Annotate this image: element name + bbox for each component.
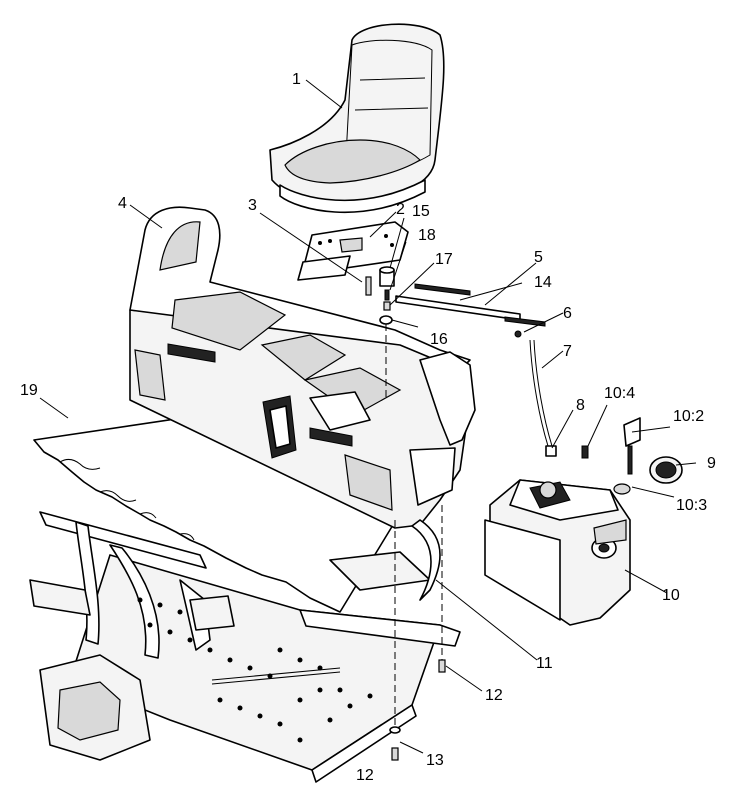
heat-shield-strip — [411, 519, 441, 601]
callout-11: 11 — [536, 655, 553, 672]
callout-16: 16 — [430, 331, 448, 348]
callout-10-4: 10:4 — [604, 385, 635, 402]
callout-4: 4 — [118, 195, 127, 212]
callout-9: 9 — [707, 455, 716, 472]
bolts — [389, 505, 446, 761]
callout-8: 8 — [576, 397, 585, 414]
callout-labels: 1 2 15 18 3 4 17 5 14 6 16 7 19 8 10:4 1… — [20, 71, 716, 784]
callout-19: 19 — [20, 382, 38, 399]
hardware-stack — [365, 266, 395, 400]
callout-12-bottom: 12 — [356, 767, 374, 784]
fuel-filler-parts — [613, 417, 683, 495]
callout-5: 5 — [534, 249, 543, 266]
frame-chassis — [29, 511, 461, 783]
callout-10-3: 10:3 — [676, 497, 707, 514]
fender-body — [129, 206, 476, 529]
callout-15: 15 — [412, 203, 430, 220]
callout-6: 6 — [563, 305, 572, 322]
callout-7: 7 — [563, 343, 572, 360]
callout-3: 3 — [248, 197, 257, 214]
throttle-cable — [514, 330, 589, 459]
leader-lines — [39, 79, 697, 754]
callout-14: 14 — [534, 274, 552, 291]
fuel-tank — [484, 479, 631, 626]
callout-10: 10 — [662, 587, 680, 604]
linkage-rods — [395, 283, 546, 327]
callout-13: 13 — [426, 752, 444, 769]
callout-12-right: 12 — [485, 687, 503, 704]
callout-2: 2 — [396, 201, 405, 218]
seat-bracket-plate — [297, 221, 409, 281]
callout-1: 1 — [292, 71, 301, 88]
callout-17: 17 — [435, 251, 453, 268]
callout-10-2: 10:2 — [673, 408, 704, 425]
seat — [269, 23, 445, 214]
callout-18: 18 — [418, 227, 436, 244]
